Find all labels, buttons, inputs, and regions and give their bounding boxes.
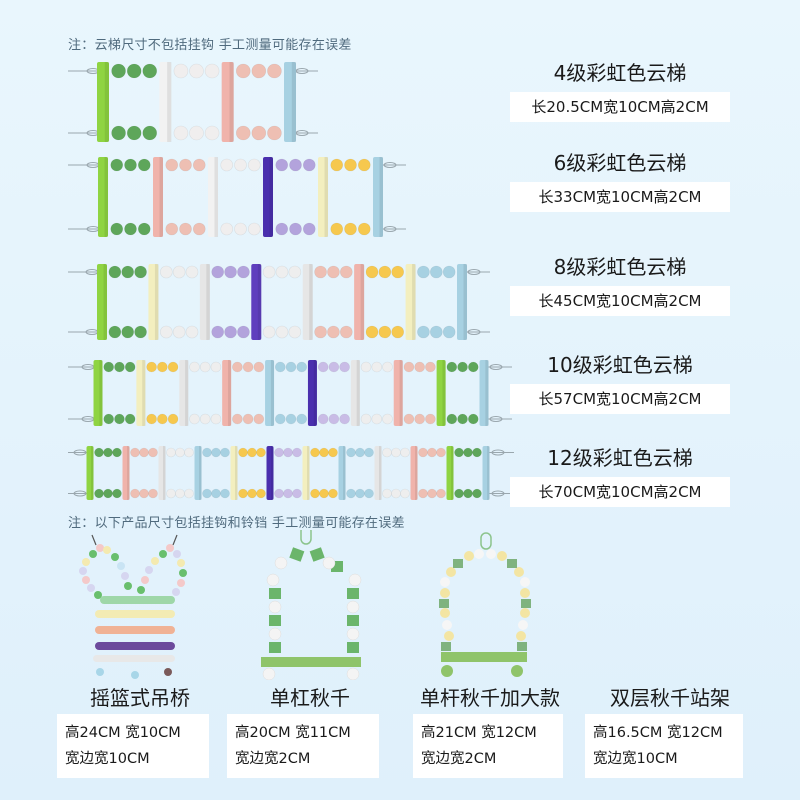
- spec-12-level: 12级彩虹色云梯 长70CM宽10CM高2CM: [510, 443, 730, 507]
- ladder-12-graphic: [68, 446, 514, 500]
- product-dimensions: 高21CM 宽12CM 宽边宽2CM: [413, 714, 563, 778]
- spec-4-level: 4级彩虹色云梯 长20.5CM宽10CM高2CM: [510, 58, 730, 122]
- product-name: 单杠秋千: [270, 686, 350, 710]
- dimension-line: 高16.5CM 宽12CM: [593, 725, 723, 741]
- ladder-size-note: 注：云梯尺寸不包括挂钩 手工测量可能存在误差: [68, 38, 352, 53]
- spec-dimensions: 长20.5CM宽10CM高2CM: [510, 92, 730, 122]
- dimension-line: 宽边宽10CM: [593, 751, 678, 767]
- dimension-line: 高24CM 宽10CM: [65, 725, 181, 741]
- product-name: 单杆秋千加大款: [420, 686, 560, 710]
- ladder-image-12-level: [68, 444, 514, 528]
- dimension-line: 宽边宽2CM: [421, 751, 497, 767]
- cradle-bridge-image: [79, 534, 187, 679]
- spec-dimensions: 长70CM宽10CM高2CM: [510, 477, 730, 507]
- spec-dimensions: 长33CM宽10CM高2CM: [510, 182, 730, 212]
- product-name: 摇篮式吊桥: [90, 686, 190, 710]
- spec-title: 8级彩虹色云梯: [553, 255, 687, 279]
- ladder-image-6-level: [68, 155, 406, 239]
- ladder-10-graphic: [68, 360, 512, 426]
- product-name: 双层秋千站架: [610, 686, 730, 710]
- spec-10-level: 10级彩虹色云梯 长57CM宽10CM高2CM: [510, 350, 730, 414]
- dimension-line: 宽边宽2CM: [235, 751, 311, 767]
- ladder-image-4-level: [68, 60, 318, 144]
- product-dimensions: 高16.5CM 宽12CM 宽边宽10CM: [585, 714, 743, 778]
- large-single-bar-swing-image: [439, 532, 531, 677]
- ladder-image-10-level: [68, 358, 512, 442]
- spec-title: 10级彩虹色云梯: [547, 353, 693, 377]
- dimension-line: 高21CM 宽12CM: [421, 725, 537, 741]
- dimension-line: 宽边宽10CM: [65, 751, 150, 767]
- spec-title: 6级彩虹色云梯: [553, 151, 687, 175]
- product-size-note: 注：以下产品尺寸包括挂钩和铃铛 手工测量可能存在误差: [68, 516, 405, 531]
- spec-8-level: 8级彩虹色云梯 长45CM宽10CM高2CM: [510, 252, 730, 316]
- ladder-4-graphic: [68, 62, 318, 142]
- spec-dimensions: 长57CM宽10CM高2CM: [510, 384, 730, 414]
- double-layer-swing-stand-image: [585, 530, 755, 680]
- ladder-6-graphic: [68, 157, 406, 237]
- ladder-8-graphic: [68, 264, 490, 340]
- dimension-line: 高20CM 宽11CM: [235, 725, 351, 741]
- spec-dimensions: 长45CM宽10CM高2CM: [510, 286, 730, 316]
- ladder-image-8-level: [68, 262, 498, 346]
- spec-title: 4级彩虹色云梯: [553, 61, 687, 85]
- product-dimensions: 高24CM 宽10CM 宽边宽10CM: [57, 714, 209, 778]
- spec-title: 12级彩虹色云梯: [547, 446, 693, 470]
- single-bar-swing-image: [261, 530, 362, 680]
- product-dimensions: 高20CM 宽11CM 宽边宽2CM: [227, 714, 379, 778]
- spec-6-level: 6级彩虹色云梯 长33CM宽10CM高2CM: [510, 148, 730, 212]
